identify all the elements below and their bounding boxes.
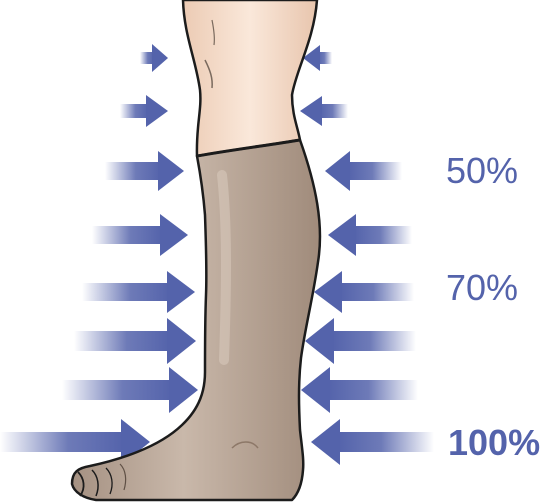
pressure-arrow-icon (301, 367, 418, 413)
pressure-arrow-icon (314, 271, 414, 313)
pressure-arrow-icon (325, 151, 402, 191)
compression-label-70: 70% (446, 270, 518, 306)
compression-label-100: 100% (448, 425, 540, 461)
left-pressure-arrows (0, 44, 198, 465)
pressure-arrow-icon (62, 367, 198, 413)
pressure-arrow-icon (92, 214, 188, 256)
calf-shading (222, 175, 226, 360)
pressure-arrow-icon (311, 419, 434, 465)
pressure-arrow-icon (74, 318, 196, 364)
upper-leg (183, 0, 317, 156)
pressure-arrow-icon (305, 318, 416, 364)
compression-label-50: 50% (446, 153, 518, 189)
pressure-arrow-icon (120, 95, 168, 127)
pressure-arrow-icon (140, 44, 168, 72)
pressure-arrow-icon (105, 151, 184, 191)
pressure-arrow-icon (82, 271, 195, 313)
pressure-arrow-icon (300, 96, 348, 126)
pressure-arrow-icon (328, 214, 412, 256)
